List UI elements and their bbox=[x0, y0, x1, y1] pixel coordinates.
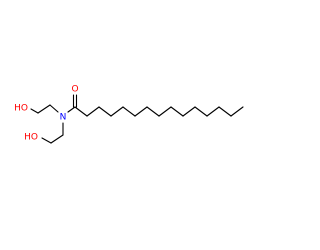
bond-lower-2 bbox=[50, 134, 64, 144]
bond-chain-6 bbox=[134, 106, 148, 117]
hydroxyl-lower-label: HO bbox=[24, 133, 38, 143]
bond-upper-2 bbox=[37, 104, 51, 114]
bond-chain-7 bbox=[146, 106, 160, 117]
bond-chain-12 bbox=[206, 106, 220, 117]
hydroxyl-upper-label: HO bbox=[14, 104, 28, 114]
bond-chain-14 bbox=[230, 106, 244, 117]
amide-nitrogen-label: N bbox=[60, 113, 67, 123]
bond-n-upper-1 bbox=[49, 104, 59, 113]
carbonyl-oxygen-label: O bbox=[71, 85, 78, 95]
bond-upper-3 bbox=[30, 108, 39, 114]
bond-chain-11 bbox=[194, 106, 208, 117]
bond-chain-9 bbox=[170, 106, 184, 117]
bond-chain-2 bbox=[86, 106, 100, 117]
bond-chain-8 bbox=[158, 106, 172, 117]
bond-lower-3 bbox=[41, 137, 52, 144]
bond-set bbox=[30, 94, 244, 144]
chemical-structure: O N HO HO bbox=[14, 85, 244, 144]
bond-chain-13 bbox=[218, 106, 232, 117]
bond-chain-3 bbox=[98, 106, 112, 117]
bond-chain-10 bbox=[182, 106, 196, 117]
bond-carbonyl-nitrogen bbox=[67, 106, 76, 113]
bond-chain-5 bbox=[122, 106, 136, 117]
bond-chain-4 bbox=[110, 106, 124, 117]
bond-chain-1 bbox=[74, 106, 88, 117]
